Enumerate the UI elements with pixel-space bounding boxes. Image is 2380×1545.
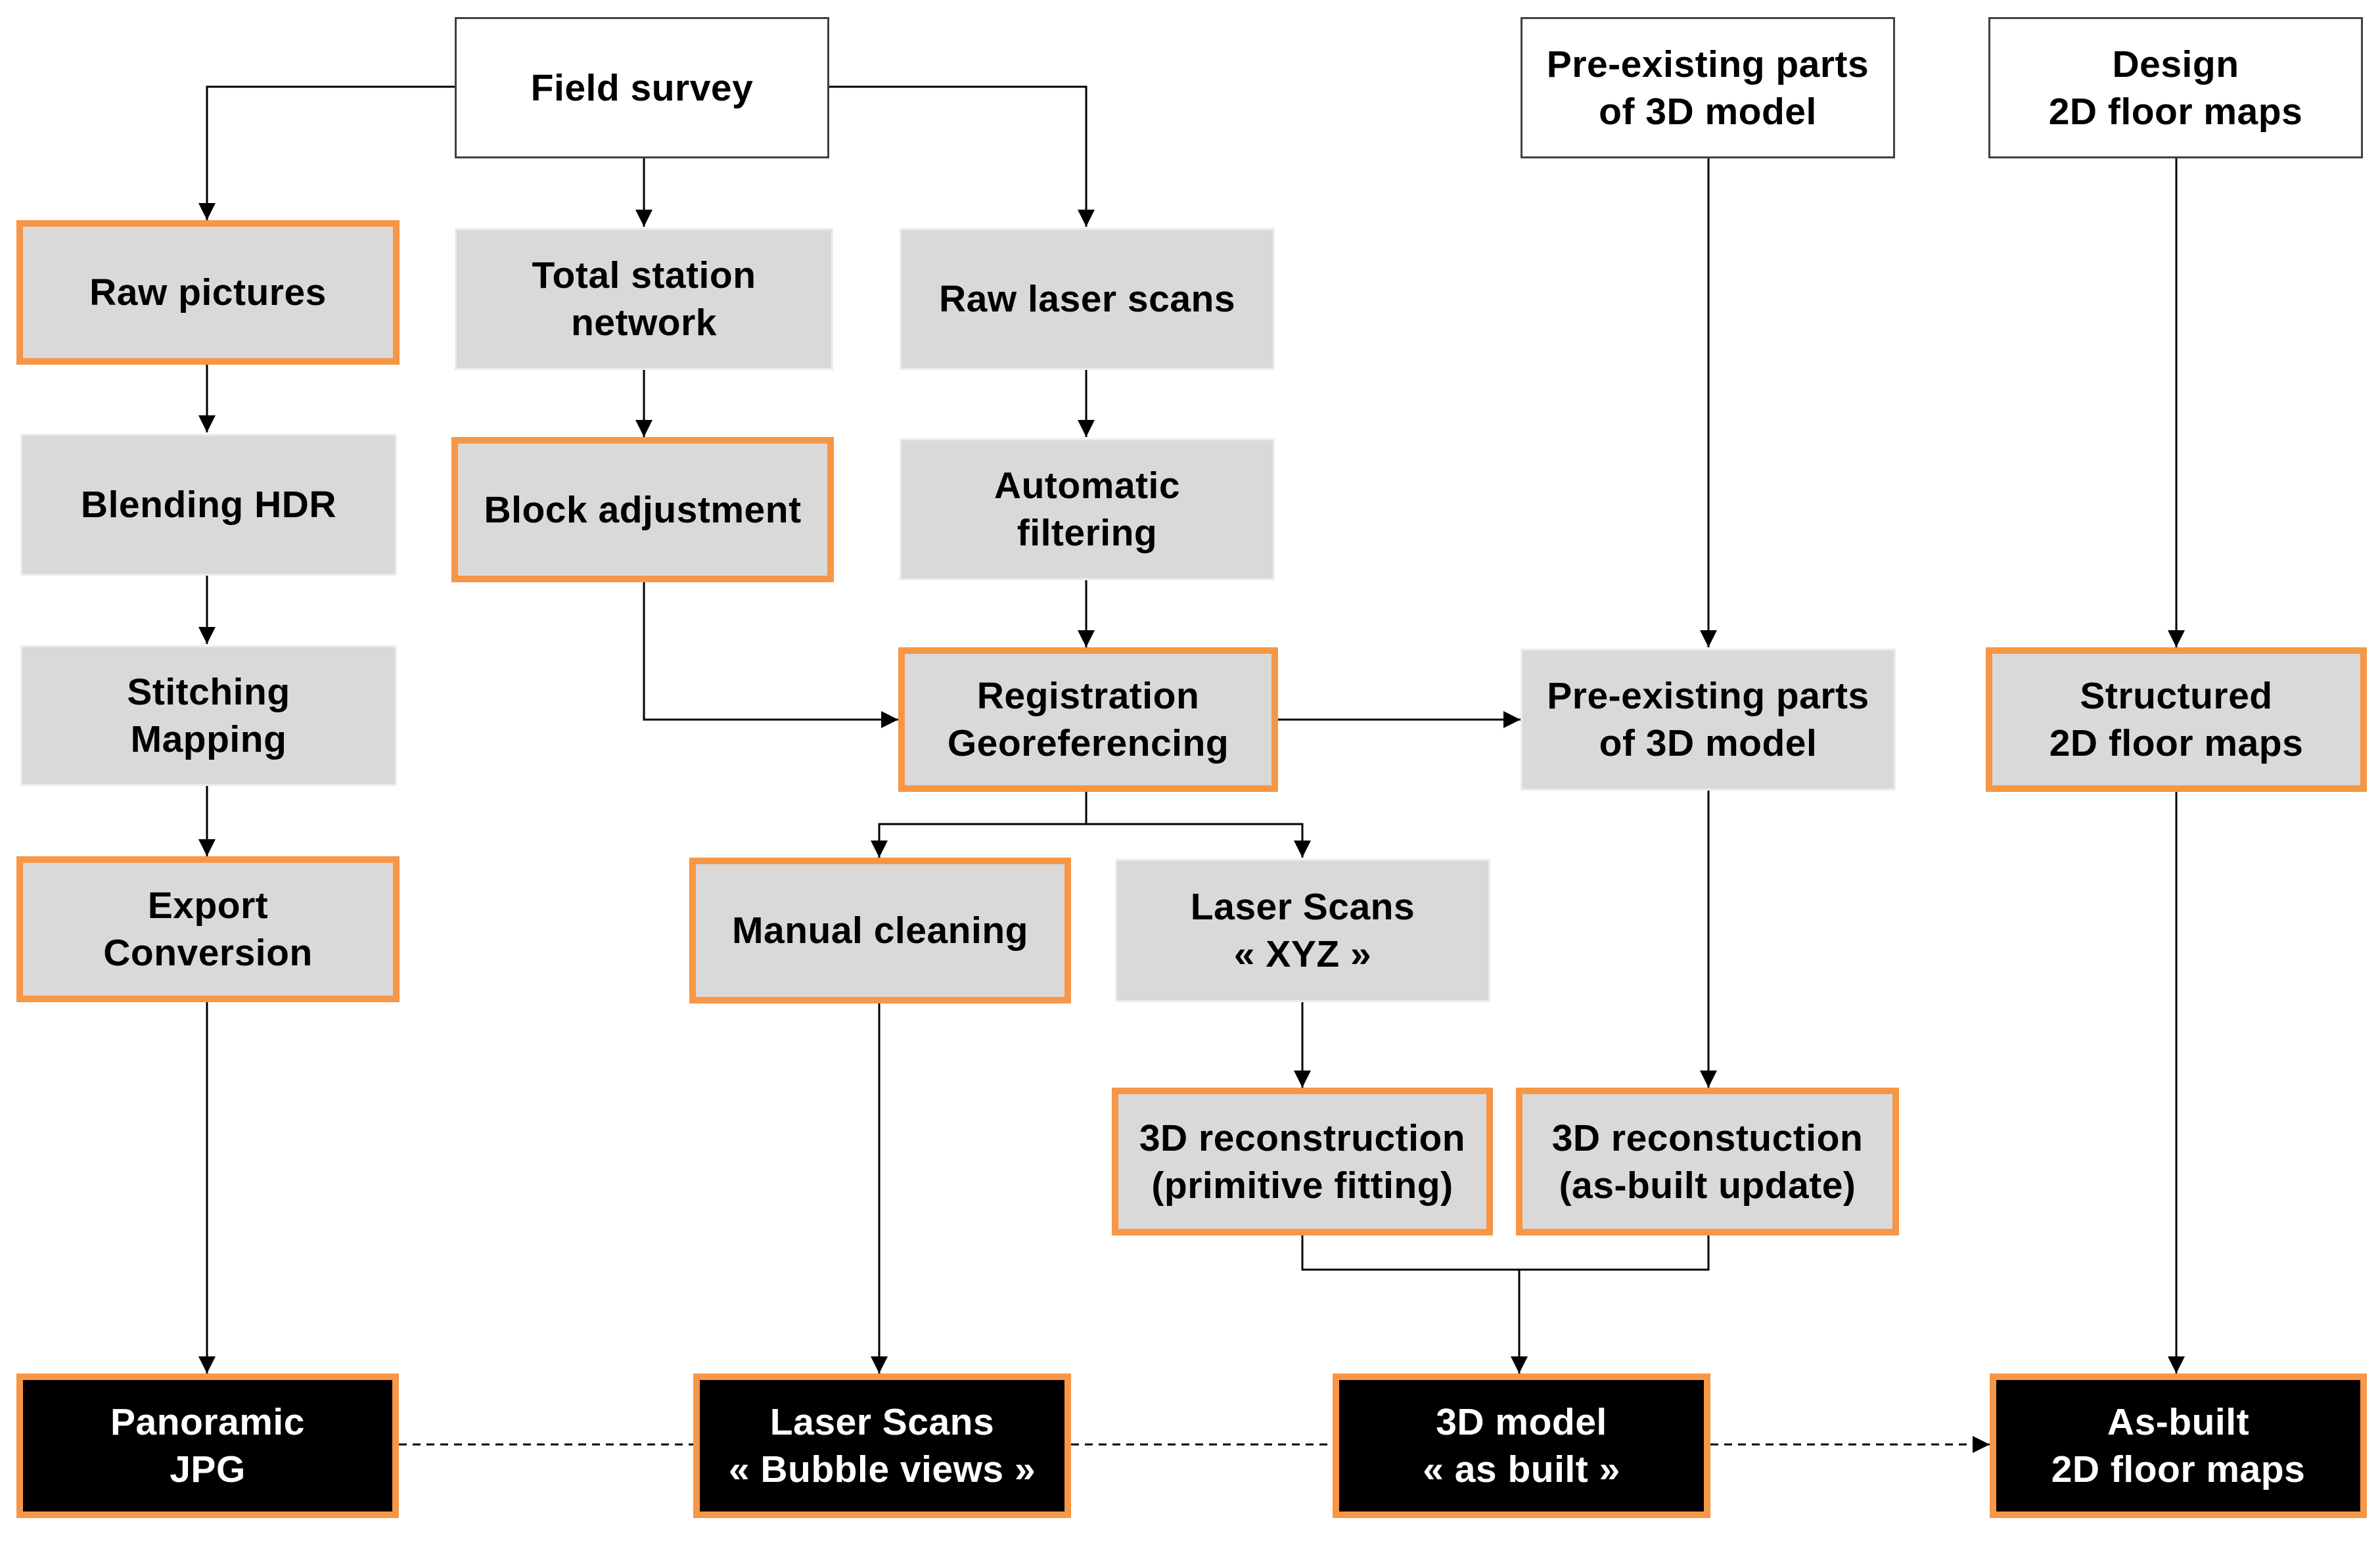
laser-scans-xyz-box: Laser Scans « XYZ » (1117, 861, 1488, 1000)
registration-georeferencing-box: Registration Georeferencing (898, 647, 1278, 792)
edge-registration-to-manual (871, 792, 1087, 858)
edge-recon-merge-to-model (1301, 1235, 1710, 1373)
edge-block-to-registration (643, 582, 898, 728)
structured-floor-maps-box: Structured 2D floor maps (1986, 647, 2367, 792)
edge-registration-to-laser-xyz (1086, 823, 1311, 858)
reconstruction-asbuilt-update-box: 3D reconstuction (as-built update) (1516, 1088, 1899, 1235)
3d-model-as-built-output: 3D model « as built » (1333, 1373, 1710, 1518)
blending-hdr-box: Blending HDR (22, 436, 395, 574)
edge-field-to-raw-laser (829, 85, 1095, 227)
manual-cleaning-box: Manual cleaning (689, 858, 1071, 1003)
raw-pictures-box: Raw pictures (16, 220, 400, 365)
design-floor-maps-box: Design 2D floor maps (1988, 17, 2363, 158)
panoramic-jpg-output: Panoramic JPG (16, 1373, 399, 1518)
export-conversion-box: Export Conversion (16, 856, 400, 1002)
preexisting-parts-model-box: Pre-existing parts of 3D model (1522, 651, 1894, 789)
as-built-floor-maps-output: As-built 2D floor maps (1990, 1373, 2367, 1518)
preexisting-parts-input-box: Pre-existing parts of 3D model (1521, 17, 1895, 158)
total-station-network-box: Total station network (457, 230, 831, 368)
edge-field-to-raw-pictures (198, 85, 455, 220)
block-adjustment-box: Block adjustment (451, 437, 834, 582)
reconstruction-primitive-fitting-box: 3D reconstruction (primitive fitting) (1112, 1088, 1493, 1235)
bubble-views-output: Laser Scans « Bubble views » (693, 1373, 1071, 1518)
stitching-mapping-box: Stitching Mapping (22, 647, 395, 784)
automatic-filtering-box: Automatic filtering (902, 440, 1273, 578)
field-survey-box: Field survey (455, 17, 829, 158)
raw-laser-scans-box: Raw laser scans (902, 230, 1273, 368)
